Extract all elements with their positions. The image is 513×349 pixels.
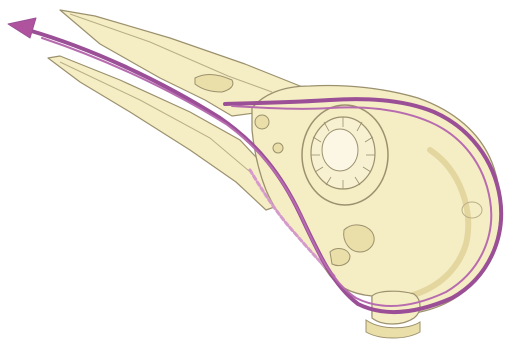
small-foramen-lower <box>273 143 283 153</box>
jaw-process <box>330 249 350 266</box>
arrow-tip-icon <box>8 18 36 38</box>
eye-pupil-opening <box>322 129 358 171</box>
small-foramen-upper <box>255 115 269 129</box>
occipital-condyle <box>372 291 420 324</box>
